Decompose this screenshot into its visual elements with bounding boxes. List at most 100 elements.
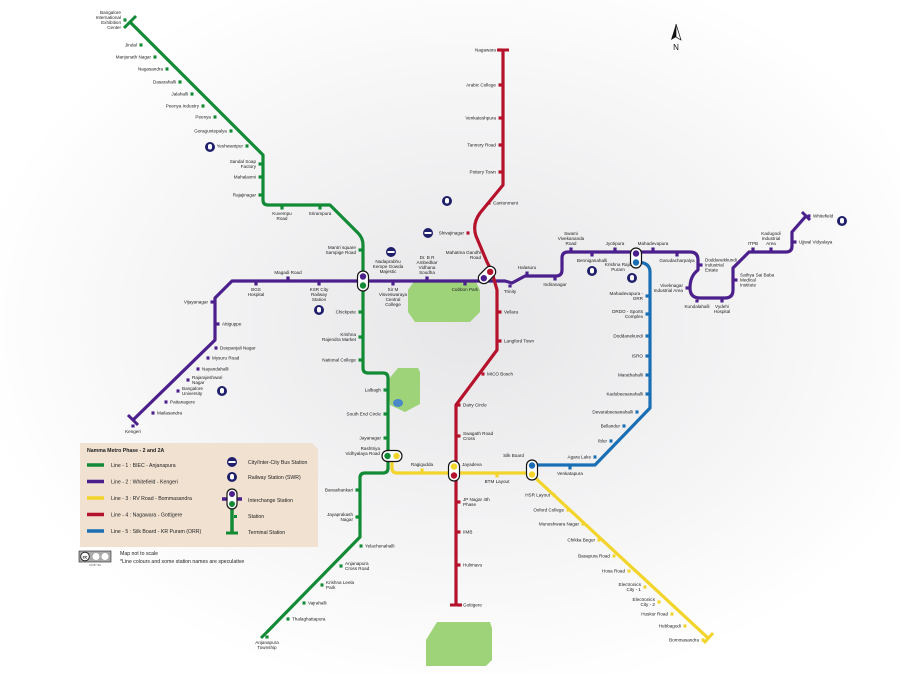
station-label-line: Peenya [195,115,211,120]
station-label-line: MICO Bosch [487,372,513,377]
station-marker [457,530,461,534]
legend-line-label: Line - 2 : Whitefield - Kengeri [111,479,178,485]
station-label-line: Majestic [380,269,398,274]
station-hebbagodi: Hebbagodi [659,624,687,629]
station-marker [699,263,703,267]
station-label-line: Iblur [598,439,607,444]
station-label: IIMB [463,530,472,535]
station-marker [593,455,597,459]
station-venkateshpura: Venkateshpura [465,116,502,121]
station-marker [675,253,679,257]
interchange-dot [384,452,391,460]
station-label-line: Industrial Area [654,288,684,293]
station-marker [457,403,461,407]
interchange-dot [359,273,367,280]
interchange-dot [632,250,640,257]
station-label-line: Ragigudda [411,462,434,467]
interchange-mg-road [477,265,497,285]
station-langford-town: Langford Town [498,339,534,344]
station-marker [568,466,572,470]
station-label-line: Manjunath Nagar [116,55,152,60]
station-label-line: Banashankari [325,488,353,493]
station-shivajinagar: Shivajinagar [439,231,470,236]
station-label: Arabic College [466,83,496,88]
station-marker [151,411,155,415]
station-label-line: Krishna [340,332,356,337]
station-label-line: Mahadevapura - [610,291,644,296]
station-chickpete: Chickpete [336,310,362,315]
station-vellara: Vellara [498,310,518,315]
station-label: Deepanjali Nagar [220,346,256,351]
station-marker [258,193,262,197]
sa-icon [101,553,109,560]
icon-glyph [445,198,449,204]
station-label-line: Krishna Leela [326,580,355,585]
station-marker [590,253,594,257]
station-label-line: Hospital [714,309,731,314]
station-label-line: Kundalahalli [684,304,709,309]
station-label: Pottery Town [470,170,497,175]
station-label-line: Nayandahalli [202,367,229,372]
station-label: Mahadevapura -ORR [610,291,644,301]
station-label-line: Sampige Road [326,250,357,255]
station-marker [670,612,674,616]
station-vajrahalli: Vajrahalli [302,601,327,606]
station-marker [196,367,200,371]
station-label-line: Mahalaxmi [234,175,256,180]
station-label-line: Vajrahalli [308,601,327,606]
station-marker [466,231,470,235]
station-mico-bosch: MICO Bosch [481,372,513,377]
station-label: Indiranagar [543,282,567,287]
station-marker [569,247,573,251]
station-marker [358,358,362,362]
station-label: Shivajinagar [439,231,465,236]
station-marker [245,144,249,148]
station-marker [720,299,724,303]
station-label-line: City - 1 [626,587,641,592]
station-label: Jalahalli [171,92,188,97]
station-national-college: National College [322,358,362,363]
station-label-line: Township [257,645,277,650]
station-label: Venkatapura [557,471,583,476]
station-label: Thalaghattapura [292,617,326,622]
station-label-line: Electronics [619,582,642,587]
station-label-line: Station [312,297,327,302]
station-label-line: Kuvempu [272,211,292,216]
station-lalbagh: Lalbagh [365,388,387,393]
station-marker [553,277,557,281]
station-marker [581,522,585,526]
interchange-rashtriya-vidhyalaya-road [381,449,403,463]
parks [388,280,492,666]
station-marker [258,175,262,179]
bus-station-icon [386,247,396,257]
station-label-line: Benniganahalli [577,258,607,263]
station-label: Srirampura [309,211,332,216]
station-marker [355,488,359,492]
station-muneshwara-nagar: Muneshwara Nagar [539,522,585,527]
station-label-line: Rashtriya [361,446,381,451]
station-label-line: South End Circle [347,412,382,417]
station-marker [176,389,180,393]
station-marker [359,544,363,548]
station-label-line: Goraguntepalya [194,129,227,134]
station-label: Pattanagere [170,400,195,405]
station-marker [481,372,485,376]
station-banashankari: Banashankari [325,488,359,493]
station-label-line: Venkateshpura [465,116,496,121]
station-label-line: Swagath Road [463,431,494,436]
